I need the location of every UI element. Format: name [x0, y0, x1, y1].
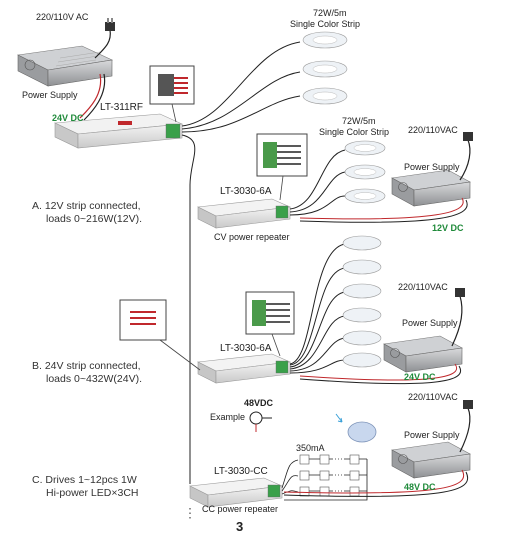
top-ac-label: 220/110V AC [36, 12, 89, 22]
section-b-device-label: LT-3030-6A [220, 343, 272, 354]
top-strip-subtitle: Single Color Strip [290, 19, 361, 29]
top-strip-title: 72W/5m [313, 8, 347, 18]
section-c-note-line2: Hi-power LED×3CH [46, 487, 139, 499]
section-c-power-supply-label: Power Supply [404, 430, 460, 440]
section-a-note-line1: A. 12V strip connected, [32, 200, 141, 212]
section-a-power-supply [391, 169, 471, 207]
section-a-strip-title: 72W/5m [342, 116, 376, 126]
section-b-power-supply [383, 335, 463, 373]
section-c-example-led [249, 411, 377, 443]
section-b-voltage-label: 24V DC [404, 372, 436, 382]
section-c-example-voltage: 48VDC [244, 398, 274, 408]
section-b-repeater [196, 353, 292, 384]
section-a-voltage-label: 12V DC [432, 223, 464, 233]
section-b-connector-inset-left [119, 299, 201, 371]
section-c-example-label: Example [210, 412, 246, 422]
section-c-device-caption: CC power repeater [202, 504, 279, 514]
section-a-strip-subtitle: Single Color Strip [319, 127, 390, 137]
top-power-supply-label: Power Supply [22, 90, 78, 100]
section-c-power-supply [391, 441, 471, 479]
section-a-ac-label: 220/110VAC [408, 125, 458, 135]
top-connector-inset [149, 65, 195, 123]
top-strip-reels [302, 31, 348, 105]
section-b-power-supply-label: Power Supply [402, 318, 458, 328]
page-number: 3 [236, 519, 244, 534]
section-c-ac-label: 220/110VAC [408, 392, 458, 402]
top-ac-plug [94, 18, 115, 59]
section-b-connector-inset-right [245, 291, 295, 357]
top-power-supply [17, 45, 114, 87]
section-a-note-line2: loads 0~216W(12V). [46, 213, 143, 225]
section-c-device-label: LT-3030-CC [214, 466, 268, 477]
lt-311rf-controller [53, 113, 184, 149]
section-b-note-line2: loads 0~432W(24V). [46, 373, 143, 385]
section-a-strip-reels [344, 140, 386, 204]
lt-311rf-label: LT-311RF [100, 102, 143, 113]
section-b-note-line1: B. 24V strip connected, [32, 360, 141, 372]
section-a-device-label: LT-3030-6A [220, 186, 272, 197]
section-c-note-line1: C. Drives 1~12pcs 1W [32, 474, 137, 486]
section-a-power-supply-label: Power Supply [404, 162, 460, 172]
section-b-strip-reels [342, 235, 382, 368]
section-a-connector-inset [256, 133, 308, 201]
section-c-led-matrix [281, 454, 368, 501]
section-c-current-label: 350mA [296, 443, 325, 453]
section-b-ac-label: 220/110VAC [398, 282, 448, 292]
top-voltage-label: 24V DC [52, 113, 84, 123]
section-a-repeater [196, 198, 292, 229]
section-c-voltage-label: 48V DC [404, 482, 436, 492]
section-c-repeater [188, 477, 284, 508]
section-a-device-caption: CV power repeater [214, 232, 290, 242]
